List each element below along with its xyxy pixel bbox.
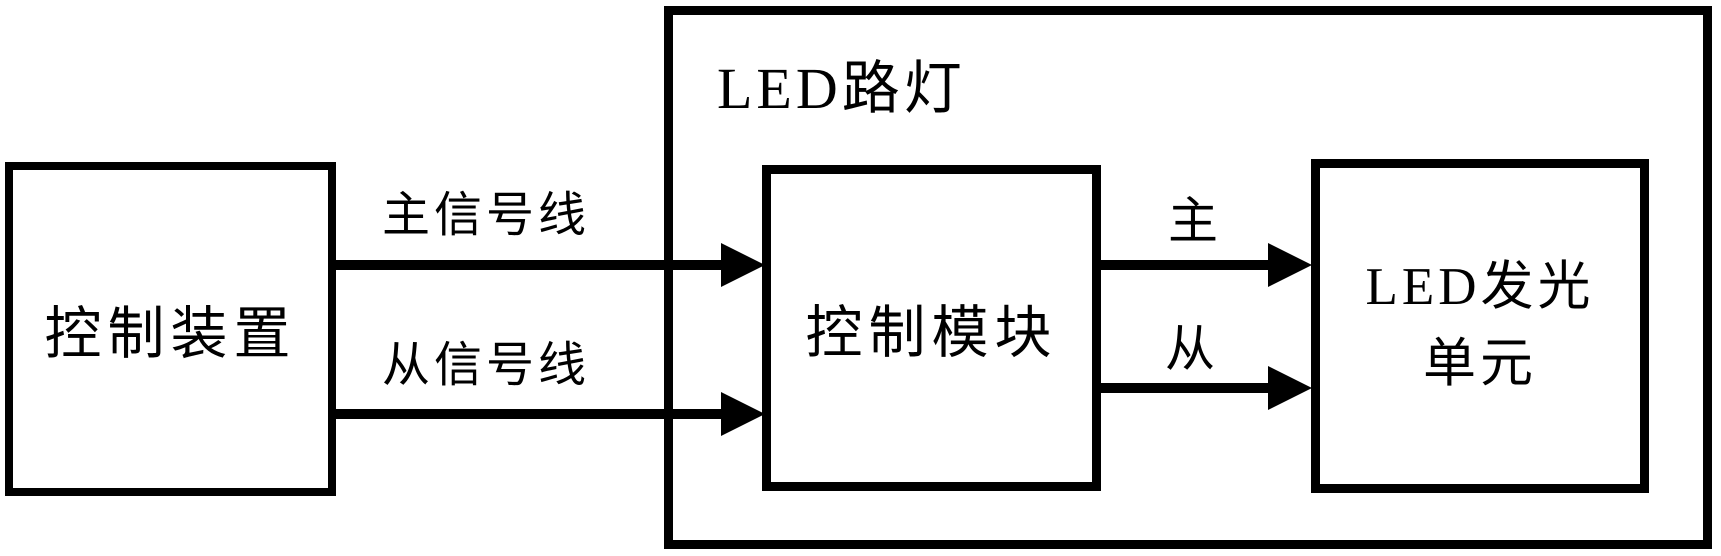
led-streetlight-label: LED路灯 — [717, 56, 966, 121]
control-device-label: 控制装置 — [44, 303, 297, 366]
main-output-label: 主 — [1168, 193, 1222, 249]
control-module-box: 控制模块 — [762, 165, 1101, 491]
led-streetlight-box: LED路灯 — [664, 6, 1712, 549]
slave-output-label: 从 — [1165, 321, 1219, 377]
main-output-arrowhead — [1268, 243, 1312, 287]
slave-signal-line — [335, 409, 727, 419]
slave-output-arrowhead — [1268, 366, 1312, 410]
led-unit-label-line1: LED发光 — [1365, 258, 1595, 317]
slave-output-line — [1097, 383, 1271, 393]
led-unit-label-line2: 单元 — [1423, 335, 1537, 393]
main-signal-line — [335, 260, 727, 270]
main-signal-label: 主信号线 — [382, 189, 591, 242]
led-unit-box: LED发光 单元 — [1311, 159, 1649, 493]
control-device-box: 控制装置 — [5, 162, 336, 496]
main-signal-arrowhead — [721, 243, 765, 287]
control-module-label: 控制模块 — [805, 302, 1058, 365]
main-output-line — [1097, 260, 1271, 270]
slave-signal-label: 从信号线 — [382, 339, 591, 392]
slave-signal-arrowhead — [721, 392, 765, 436]
